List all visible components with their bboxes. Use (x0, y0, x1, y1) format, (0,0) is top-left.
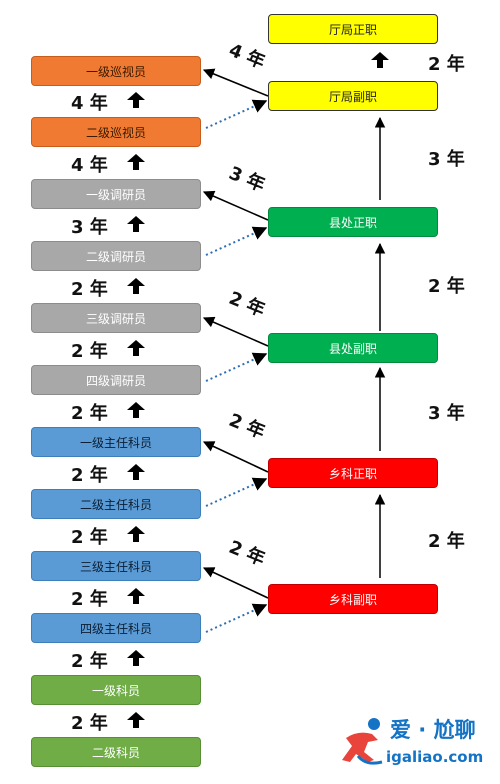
left-interval-label: 2 年 (71, 465, 108, 486)
runner-icon (342, 718, 383, 765)
diagonal-arrow (202, 316, 269, 347)
up-arrow-icon (127, 340, 145, 356)
rank-box-bureau-chief: 厅局正职 (268, 14, 438, 44)
left-interval-label: 2 年 (71, 279, 108, 300)
rank-box-bureau-deputy: 厅局副职 (268, 81, 438, 111)
rank-box-second-clerk: 二级科员 (31, 737, 201, 767)
rank-box-first-principal-clerk: 一级主任科员 (31, 427, 201, 457)
dotted-arrow (205, 477, 268, 507)
rank-box-first-clerk: 一级科员 (31, 675, 201, 705)
rank-box-section-chief: 乡科正职 (268, 458, 438, 488)
right-interval-label: 2 年 (428, 54, 465, 75)
up-arrow-icon (127, 278, 145, 294)
dotted-arrow (205, 99, 268, 129)
dotted-arrow (205, 603, 268, 633)
rank-box-third-principal-clerk: 三级主任科员 (31, 551, 201, 581)
diagonal-arrow (202, 190, 269, 221)
left-interval-label: 2 年 (71, 589, 108, 610)
up-arrow-icon (127, 588, 145, 604)
watermark-logo: 爱 · 尬聊 igaliao.com (338, 712, 488, 774)
rank-box-section-deputy: 乡科副职 (268, 584, 438, 614)
left-interval-label: 2 年 (71, 403, 108, 424)
rank-box-fourth-researcher: 四级调研员 (31, 365, 201, 395)
rank-box-second-inspector: 二级巡视员 (31, 117, 201, 147)
dotted-arrow (205, 352, 268, 382)
rank-box-first-researcher: 一级调研员 (31, 179, 201, 209)
left-interval-label: 2 年 (71, 651, 108, 672)
right-interval-label: 3 年 (428, 403, 465, 424)
up-arrow-icon (127, 402, 145, 418)
left-interval-label: 4 年 (71, 155, 108, 176)
watermark-en: igaliao.com (386, 748, 484, 766)
left-interval-label: 2 年 (71, 527, 108, 548)
rank-box-division-chief: 县处正职 (268, 207, 438, 237)
rank-box-third-researcher: 三级调研员 (31, 303, 201, 333)
rank-box-second-principal-clerk: 二级主任科员 (31, 489, 201, 519)
left-interval-label: 2 年 (71, 341, 108, 362)
up-arrow-icon (127, 92, 145, 108)
up-arrow-icon (127, 526, 145, 542)
rank-box-division-deputy: 县处副职 (268, 333, 438, 363)
diagonal-arrow (202, 68, 269, 97)
up-arrow-icon (127, 712, 145, 728)
left-interval-label: 4 年 (71, 93, 108, 114)
up-arrow-icon (127, 154, 145, 170)
rank-box-fourth-principal-clerk: 四级主任科员 (31, 613, 201, 643)
up-arrow-icon (127, 650, 145, 666)
left-interval-label: 3 年 (71, 217, 108, 238)
right-interval-label: 2 年 (428, 276, 465, 297)
up-arrow-icon (127, 216, 145, 232)
left-interval-label: 2 年 (71, 713, 108, 734)
up-arrow-icon (371, 52, 389, 68)
rank-box-second-researcher: 二级调研员 (31, 241, 201, 271)
right-interval-label: 2 年 (428, 531, 465, 552)
up-arrow-icon (127, 464, 145, 480)
rank-box-first-inspector: 一级巡视员 (31, 56, 201, 86)
right-interval-label: 3 年 (428, 149, 465, 170)
dotted-arrow (205, 226, 268, 256)
diagonal-arrow (202, 441, 269, 473)
watermark-cn: 爱 · 尬聊 (390, 718, 476, 742)
diagonal-arrow (202, 567, 269, 599)
